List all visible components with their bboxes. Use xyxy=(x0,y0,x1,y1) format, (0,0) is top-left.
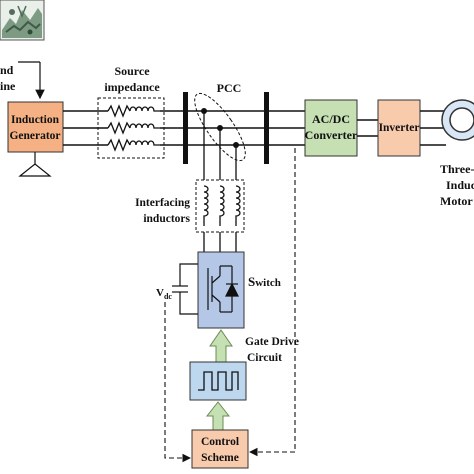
switch-label: Switch xyxy=(248,274,281,289)
turbine-to-generator-arrow xyxy=(18,61,45,100)
switch-label-rest: witch xyxy=(255,277,281,289)
motor-label-line2: Induc xyxy=(446,178,474,192)
inverter-block xyxy=(377,99,421,157)
switch-block xyxy=(197,251,245,329)
dc-capacitor-icon xyxy=(172,263,198,315)
igbt-icon xyxy=(207,265,239,313)
vdc-label-sub: dc xyxy=(164,292,172,301)
acdc-converter-block xyxy=(304,99,358,157)
control-scheme-label-line2: Scheme xyxy=(201,452,239,464)
vdc-label: Vdc xyxy=(156,287,172,301)
control-to-gate-arrow xyxy=(205,401,231,431)
gate-drive-label-line2: Circuit xyxy=(247,352,282,364)
source-impedance-label-line1: Source xyxy=(114,64,150,78)
induction-generator-block xyxy=(7,101,64,153)
wind-turbine-icon xyxy=(0,0,45,41)
pulse-train-icon xyxy=(198,371,239,391)
induction-motor-icon xyxy=(441,99,474,141)
control-scheme-block xyxy=(191,429,249,469)
control-scheme-label-line1: Control xyxy=(201,436,239,448)
source-impedance-block xyxy=(97,97,165,159)
gate-drive-label-line1: Gate Drive xyxy=(245,336,299,348)
interfacing-inductors-label-line2: inductors xyxy=(143,213,190,225)
motor-label-line3: Motor L xyxy=(440,194,474,208)
acdc-converter-label-line1: AC/DC xyxy=(312,112,350,126)
bus-bar-right xyxy=(264,92,269,164)
wind-turbine-label-line1: nd xyxy=(0,63,14,77)
switch-label-s: S xyxy=(248,274,255,289)
pcc-junction-dots xyxy=(201,108,239,148)
generator-base-icon xyxy=(18,152,52,177)
inverter-label: Inverter xyxy=(379,122,420,134)
gate-to-switch-arrow xyxy=(209,329,233,363)
inverter-motor-lines xyxy=(420,110,446,146)
pcc-ellipse xyxy=(194,92,246,162)
source-impedance-label-line2: impedance xyxy=(104,80,160,94)
feedback-dashed-lines xyxy=(164,148,296,463)
interfacing-inductors-block xyxy=(195,179,245,233)
acdc-converter-label-line2: Converter xyxy=(305,128,358,142)
vdc-label-v: V xyxy=(156,287,164,299)
bus-bar-left xyxy=(183,92,188,164)
induction-generator-label-line2: Generator xyxy=(9,130,60,142)
motor-label-line1: Three-p xyxy=(440,162,474,176)
wind-turbine-label-line2: ine xyxy=(0,79,16,93)
pcc-label: PCC xyxy=(217,81,242,95)
induction-generator-label-line1: Induction xyxy=(11,114,60,126)
interfacing-inductors-label-line1: Interfacing xyxy=(135,197,190,209)
pcc-vertical-lines xyxy=(203,111,237,252)
converter-inverter-lines xyxy=(357,119,378,137)
